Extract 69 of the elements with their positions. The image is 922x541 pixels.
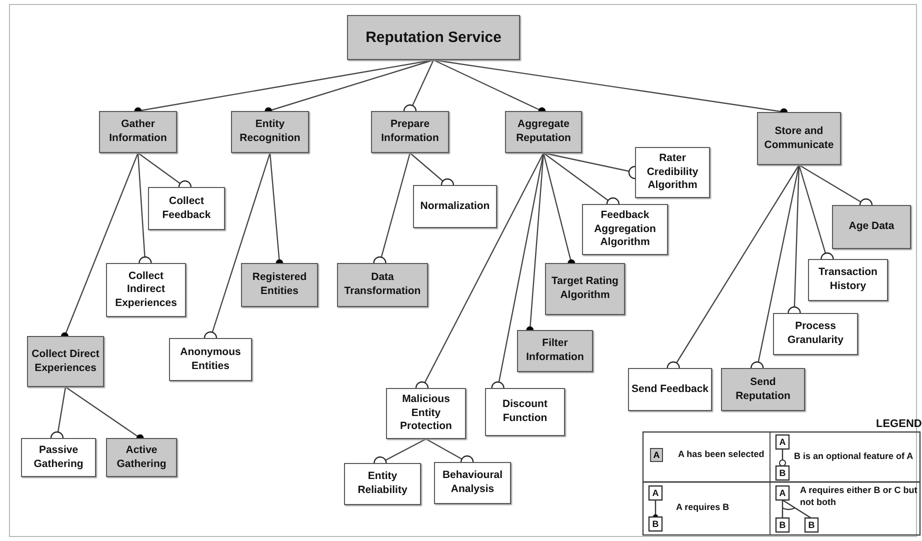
feature-box (628, 368, 712, 411)
selected-feature-box (231, 111, 309, 153)
feature-label: Target Rating Algorithm (550, 275, 620, 303)
legend-swatch: A (650, 448, 663, 462)
selected-feature-box (757, 112, 841, 165)
feature-label: Discount Function (502, 398, 548, 426)
feature-box (635, 147, 710, 198)
selected-feature-box (545, 263, 625, 315)
selected-feature-box (517, 330, 593, 372)
feature-box (808, 259, 888, 301)
feature-box (582, 204, 668, 255)
feature-box (169, 338, 252, 381)
feature-label: Reputation Service (364, 28, 502, 48)
selected-feature-box (347, 15, 520, 60)
feature-label: Data Transformation (343, 271, 422, 299)
feature-label: Behavioural Analysis (441, 469, 504, 497)
selected-feature-box (337, 263, 428, 307)
selected-feature-box (832, 205, 911, 249)
feature-label: Age Data (848, 220, 896, 234)
feature-label: Send Feedback (630, 382, 710, 396)
selected-feature-box (106, 438, 177, 477)
feature-label: Collect Indirect Experiences (114, 270, 178, 310)
legend-letter: B (778, 467, 787, 479)
feature-label: Passive Gathering (32, 444, 84, 472)
legend-letter: A (778, 436, 787, 448)
legend-text: A has been selected (678, 449, 766, 461)
feature-label: Transaction History (818, 266, 878, 294)
feature-label: Filter Information (525, 337, 585, 365)
legend-text: A requires either B or C but not both (800, 485, 918, 508)
feature-label: Process Granularity (786, 320, 845, 348)
feature-label: Malicious Entity Protection (399, 393, 453, 434)
feature-label: Entity Recognition (238, 118, 302, 146)
legend-letter: B (807, 519, 816, 531)
legend-letter: A (778, 487, 787, 499)
legend-letter: B (651, 518, 660, 530)
feature-box (386, 388, 466, 439)
selected-feature-box (99, 111, 177, 153)
legend-text: A requires B (676, 502, 730, 514)
feature-label: Anonymous Entities (179, 346, 242, 374)
feature-box (773, 313, 858, 355)
feature-label: Rater Credibility Algorithm (646, 152, 700, 193)
feature-label: Entity Reliability (356, 470, 408, 498)
selected-feature-box (27, 336, 104, 387)
feature-label: Active Gathering (116, 444, 168, 472)
selected-feature-box (241, 263, 318, 307)
feature-label: Send Reputation (734, 376, 792, 404)
feature-label: Feedback Aggregation Algorithm (593, 209, 657, 250)
feature-box (413, 185, 497, 228)
feature-label: Aggregate Reputation (515, 118, 572, 146)
legend-text: B is an optional feature of A (794, 451, 914, 463)
feature-label: Collect Feedback (161, 194, 212, 222)
feature-label: Normalization (419, 200, 491, 214)
legend-letter: A (651, 487, 660, 499)
selected-feature-box (721, 368, 805, 411)
feature-label: Gather Information (108, 118, 168, 146)
legend-title: LEGEND (876, 417, 922, 432)
feature-label: Store and Communicate (763, 124, 835, 152)
feature-box (106, 263, 186, 317)
feature-label: Collect Direct Experiences (30, 348, 100, 376)
feature-box (148, 187, 225, 230)
feature-label: Prepare Information (380, 118, 440, 146)
selected-feature-box (371, 111, 449, 153)
feature-box (434, 462, 511, 504)
feature-box (485, 388, 565, 436)
selected-feature-box (505, 111, 582, 153)
feature-box (344, 463, 421, 505)
legend-letter: B (778, 519, 787, 531)
feature-label: Registered Entities (251, 271, 308, 299)
feature-box (21, 438, 96, 477)
